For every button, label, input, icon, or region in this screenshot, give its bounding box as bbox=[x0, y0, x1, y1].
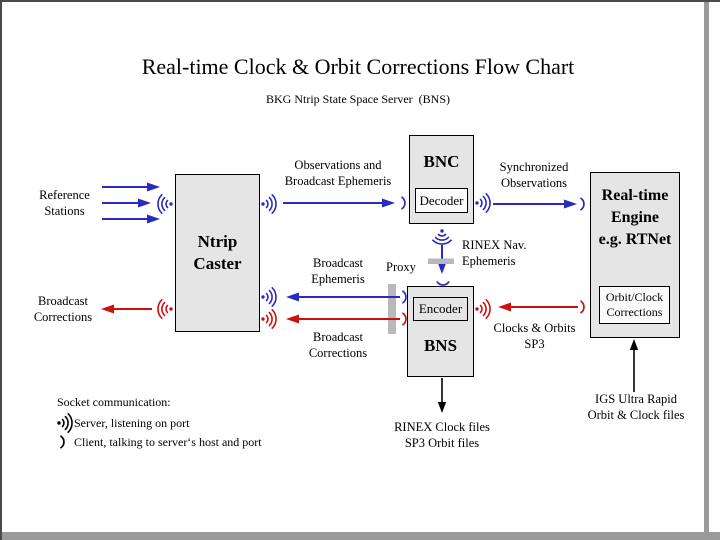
bnc-label: BNC bbox=[423, 152, 460, 171]
bns-label: BNS bbox=[423, 336, 458, 355]
bns-output-arrow bbox=[437, 378, 447, 413]
client-socket-icon bbox=[580, 197, 585, 211]
bns-box: Encoder BNS bbox=[407, 286, 474, 377]
frame-bottom-bar bbox=[2, 532, 720, 540]
bnc-box: BNC Decoder bbox=[409, 135, 474, 224]
clocks-orbits-label: Clocks & Orbits SP3 bbox=[493, 321, 576, 351]
page-subtitle: BKG Ntrip State Space Server (BNS) bbox=[266, 92, 450, 106]
server-socket-icon bbox=[157, 194, 174, 214]
legend-client-socket-icon bbox=[60, 435, 65, 449]
server-socket-icon bbox=[260, 194, 277, 214]
ntrip-caster-label: Ntrip Caster bbox=[193, 232, 242, 273]
client-socket-icon bbox=[580, 300, 585, 314]
broadcast-corrections-left-label: Broadcast Corrections bbox=[33, 294, 93, 324]
broadcast-corrections-mid-label: Broadcast Corrections bbox=[308, 330, 368, 360]
proxy-label: Proxy bbox=[386, 260, 416, 274]
rinex-nav-ephemeris-label: RINEX Nav. Ephemeris bbox=[462, 238, 527, 268]
client-socket-icon bbox=[402, 312, 407, 326]
decoder-box: Decoder bbox=[415, 188, 468, 213]
legend-server-socket-icon bbox=[56, 412, 73, 434]
observations-arrow bbox=[283, 198, 395, 208]
encoder-box: Encoder bbox=[413, 297, 468, 321]
orbit-clock-corrections-box: Orbit/Clock Corrections bbox=[599, 286, 670, 324]
igs-ultra-rapid-label: IGS Ultra Rapid Orbit & Clock files bbox=[587, 392, 685, 422]
server-socket-icon bbox=[431, 228, 453, 245]
realtime-engine-box: Real-time Engine e.g. RTNet Orbit/Clock … bbox=[590, 172, 680, 338]
synchronized-observations-arrow bbox=[493, 199, 577, 209]
ntrip-caster-box: Ntrip Caster bbox=[175, 174, 260, 332]
observations-label: Observations and Broadcast Ephemeris bbox=[284, 158, 392, 188]
server-socket-icon bbox=[474, 193, 491, 213]
frame-right-bar bbox=[704, 2, 709, 540]
server-socket-icon bbox=[157, 298, 174, 320]
clocks-orbits-arrow bbox=[498, 302, 578, 312]
realtime-engine-label: Real-time Engine e.g. RTNet bbox=[598, 187, 672, 248]
bnc-to-bns-arrow bbox=[437, 245, 447, 274]
proxy-firewall-bar-horizontal bbox=[428, 258, 454, 264]
client-socket-icon bbox=[401, 196, 406, 210]
rinex-clock-files-label: RINEX Clock files SP3 Orbit files bbox=[394, 420, 490, 450]
proxy-firewall-bar-vertical bbox=[388, 284, 396, 334]
server-socket-icon bbox=[474, 298, 491, 320]
server-socket-icon bbox=[260, 286, 277, 308]
server-socket-icon bbox=[260, 308, 277, 330]
broadcast-ephemeris-arrow bbox=[286, 292, 400, 302]
synchronized-observations-label: Synchronized Observations bbox=[499, 160, 569, 190]
client-socket-icon bbox=[436, 281, 450, 286]
reference-stations-label: Reference Stations bbox=[39, 188, 90, 218]
broadcast-corrections-arrow bbox=[286, 314, 400, 324]
legend-client-text: Client, talking to server‘s host and por… bbox=[74, 435, 262, 449]
page-title: Real-time Clock & Orbit Corrections Flow… bbox=[141, 54, 575, 79]
igs-input-arrow bbox=[629, 339, 639, 392]
legend-heading: Socket communication: bbox=[57, 395, 171, 409]
legend-server-text: Server, listening on port bbox=[74, 416, 190, 430]
broadcast-ephemeris-label: Broadcast Ephemeris bbox=[311, 256, 365, 286]
client-socket-icon bbox=[402, 290, 407, 304]
